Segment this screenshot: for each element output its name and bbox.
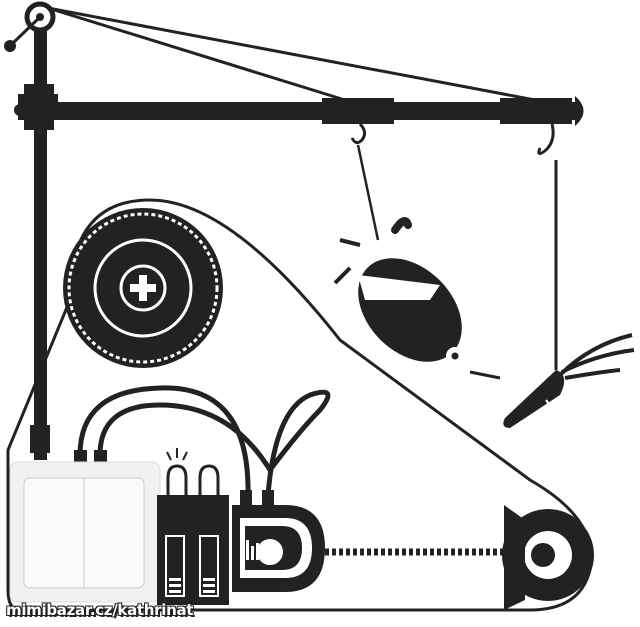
large-gear-with-screw [6, 198, 593, 612]
light-bulb [166, 448, 220, 495]
bevel-gear [502, 505, 594, 610]
crane-arm-with-pulley [4, 1, 584, 460]
double-light-switch [9, 461, 161, 603]
watermark: mimibazar.cz/kathrinat [6, 601, 194, 619]
hook-icon [350, 122, 555, 155]
cables [77, 385, 331, 496]
hanging-carrot [503, 333, 635, 428]
batteries [157, 495, 229, 605]
hanging-bug-creature [333, 217, 501, 380]
motor-with-gauge [232, 490, 325, 592]
